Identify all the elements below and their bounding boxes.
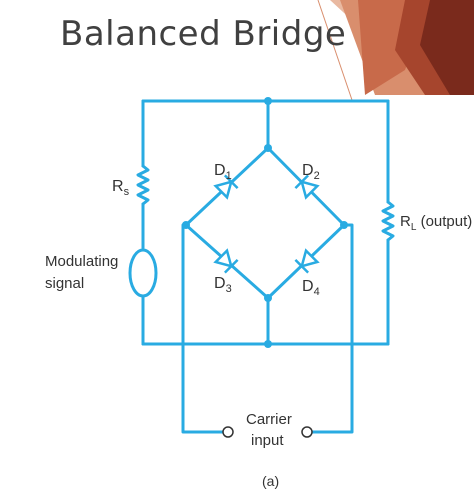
- modulating-signal-label-line1: Modulating: [45, 253, 118, 270]
- wire-carrier-left: [181, 223, 226, 434]
- diode-d4: [294, 248, 320, 274]
- junction-bottom: [264, 340, 272, 348]
- d2-label: D2: [302, 162, 320, 182]
- slide-title: Balanced Bridge: [60, 14, 347, 54]
- d1-label: D1: [214, 162, 232, 182]
- modulating-signal-label-line2: signal: [45, 275, 84, 292]
- modulating-signal-source: [128, 248, 158, 298]
- junction-diamond-right: [340, 221, 348, 229]
- carrier-terminal-right: [301, 426, 313, 438]
- junction-diamond-left: [182, 221, 190, 229]
- junction-diamond-top: [264, 144, 272, 152]
- decor-shape-dark: [420, 0, 474, 95]
- rs-resistor: [136, 164, 150, 206]
- wire-carrier-right: [310, 223, 354, 434]
- carrier-input-label-line1: Carrier: [246, 411, 292, 428]
- rs-label: Rs: [112, 178, 130, 198]
- d3-label: D3: [214, 275, 232, 295]
- rl-resistor: [381, 200, 395, 242]
- diode-d1: [213, 174, 239, 200]
- diode-d3: [213, 248, 239, 274]
- d4-label: D4: [302, 278, 320, 298]
- bridge-diamond: [184, 146, 346, 300]
- carrier-input-label-line2: input: [251, 432, 284, 449]
- figure-caption: (a): [262, 473, 279, 489]
- decor-line: [317, 0, 353, 101]
- junction-diamond-bottom: [264, 294, 272, 302]
- junction-top: [264, 97, 272, 105]
- carrier-terminal-left: [222, 426, 234, 438]
- rl-label: RL (output): [400, 213, 472, 233]
- diode-d2: [294, 174, 320, 200]
